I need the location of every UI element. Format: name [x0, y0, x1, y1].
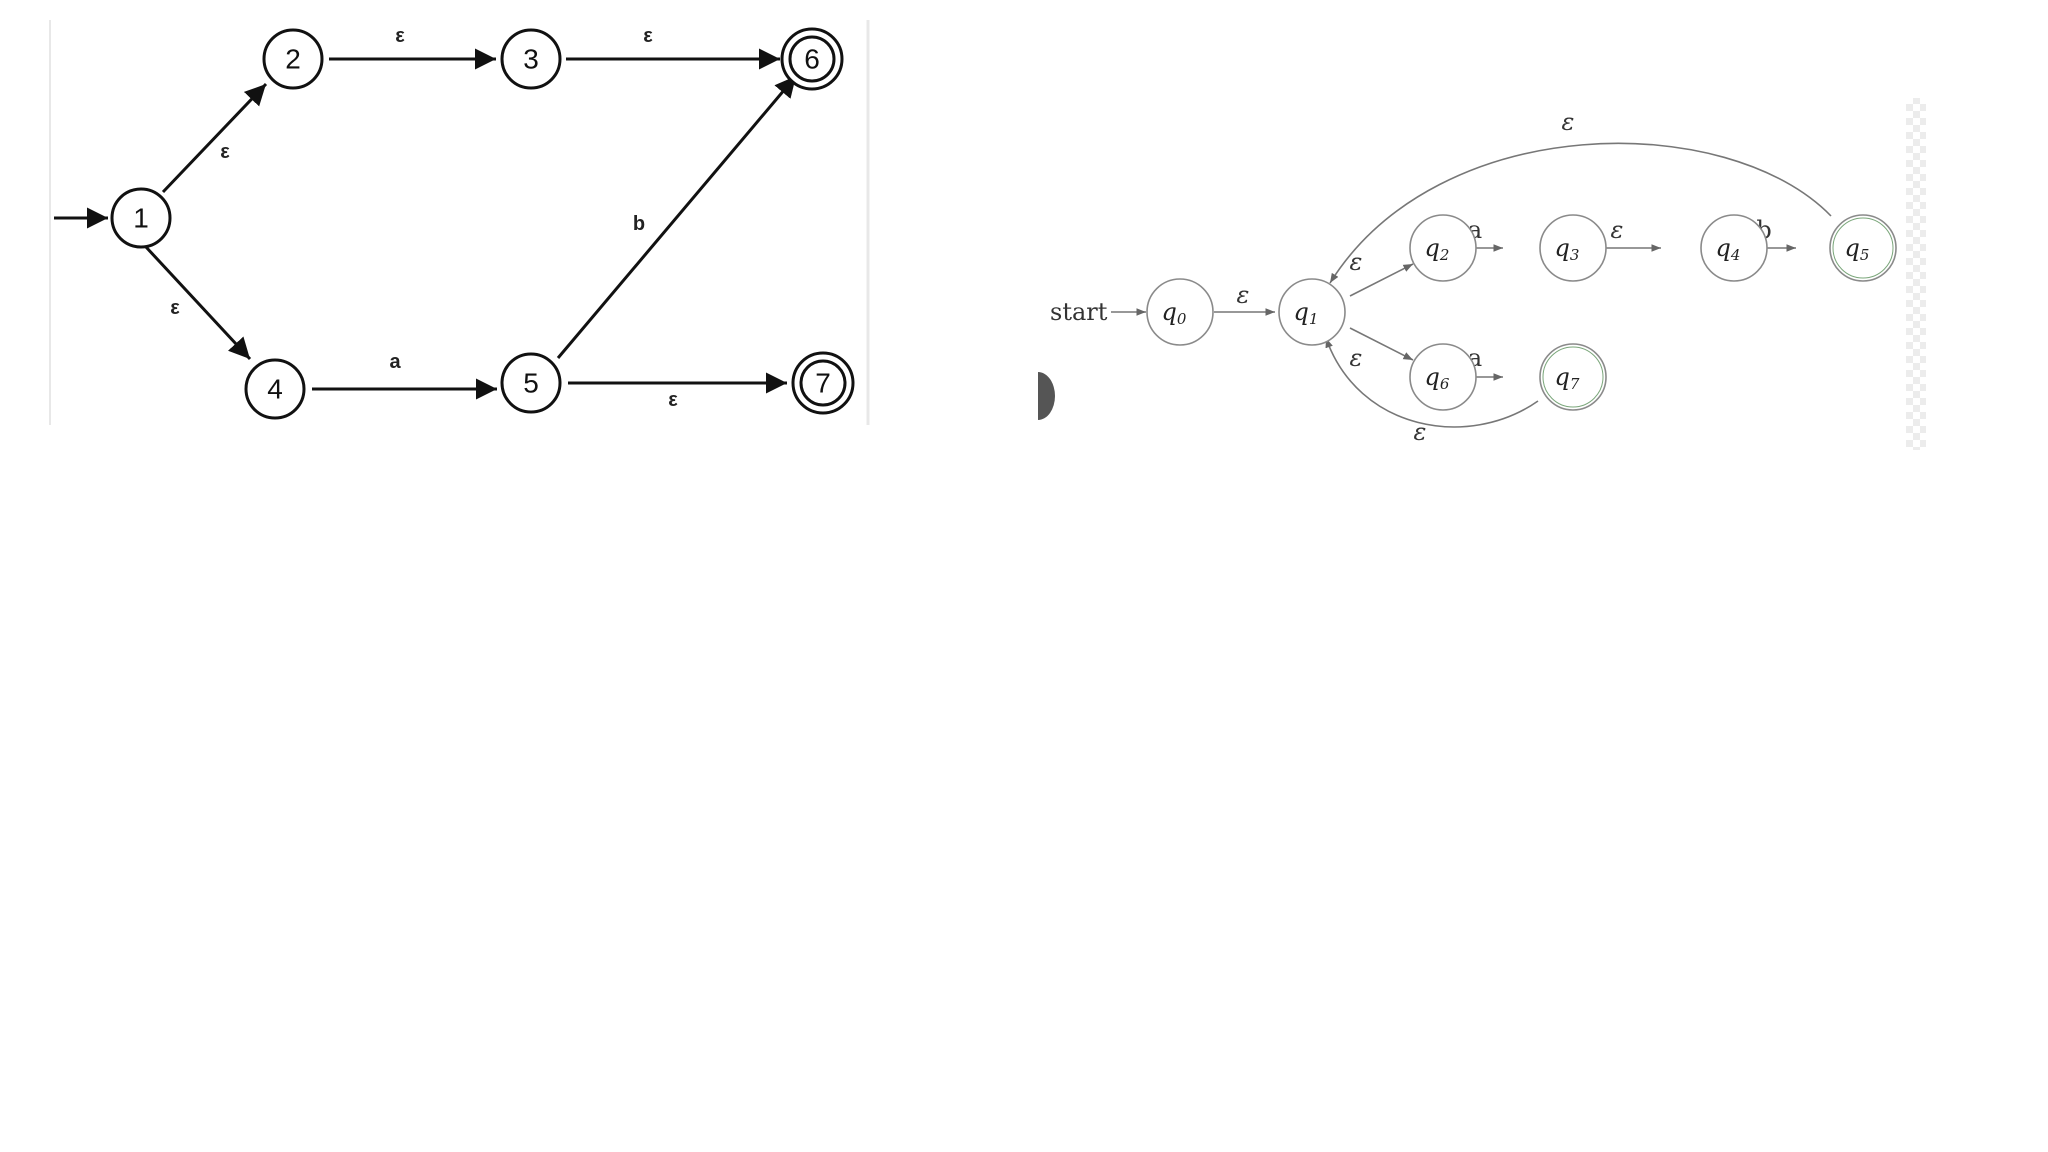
state-q4-circle	[1700, 214, 1768, 282]
svg-text:q4: q4	[1716, 234, 1741, 264]
state-q1-sub: 1	[1309, 310, 1319, 328]
state-q2-circle	[1409, 214, 1477, 282]
edge-1-2	[161, 82, 268, 194]
state-q7-sub: 7	[1570, 375, 1580, 393]
state-2: 2	[262, 28, 324, 90]
state-q7-base: q	[1555, 363, 1570, 391]
edge-label-3-6: ε	[643, 25, 653, 47]
state-q5-accepting: q5	[1829, 214, 1897, 282]
state-q2: q2	[1409, 214, 1477, 282]
state-q3-sub: 3	[1570, 246, 1580, 264]
state-q7-accepting: q7	[1539, 343, 1607, 411]
edge-1-4	[144, 245, 252, 361]
right-nfa-svg: start ε ε a ε b ε a ε ε q0 q1 q2 q3 q4 q…	[1038, 98, 1926, 450]
edge-label-q5-q1: ε	[1562, 108, 1575, 136]
state-q6: q6	[1409, 343, 1477, 411]
edge-label-1-2: ε	[220, 141, 230, 163]
state-4-label: 4	[267, 374, 283, 405]
left-nfa-svg: ε ε ε ε a b ε 1 2 3 6 4 5 7	[49, 20, 870, 425]
state-q1: q1	[1278, 278, 1346, 346]
state-q4-base: q	[1716, 234, 1731, 262]
state-q0: q0	[1146, 278, 1214, 346]
state-q3-circle	[1539, 214, 1607, 282]
state-q6-circle	[1409, 343, 1477, 411]
edge-label-q7-q1: ε	[1414, 418, 1427, 446]
svg-text:q6: q6	[1425, 363, 1450, 393]
start-label: start	[1050, 298, 1108, 326]
edge-label-q3-q4: ε	[1611, 216, 1624, 244]
state-q7-circle	[1539, 343, 1607, 411]
state-q1-circle	[1278, 278, 1346, 346]
state-6-label: 6	[804, 44, 820, 75]
state-4: 4	[244, 358, 306, 420]
state-q2-base: q	[1425, 234, 1440, 262]
side-handle[interactable]	[1038, 372, 1055, 420]
state-1: 1	[110, 187, 172, 249]
edge-label-q0-q1: ε	[1237, 281, 1250, 309]
edge-5-6	[556, 75, 798, 359]
edge-label-q1-q6: ε	[1350, 344, 1363, 372]
state-q5-inner-ring	[1832, 217, 1894, 279]
state-q6-base: q	[1425, 363, 1440, 391]
left-nfa-diagram: ε ε ε ε a b ε 1 2 3 6 4 5 7	[49, 20, 870, 430]
state-q6-sub: 6	[1440, 375, 1450, 393]
state-6-accepting: 6	[780, 27, 844, 91]
state-2-label: 2	[285, 44, 301, 75]
edge-label-q1-q2: ε	[1350, 248, 1363, 276]
state-q3: q3	[1539, 214, 1607, 282]
svg-text:q2: q2	[1425, 234, 1450, 264]
svg-text:q3: q3	[1555, 234, 1580, 264]
edge-label-2-3: ε	[395, 25, 405, 47]
state-q5-sub: 5	[1860, 246, 1870, 264]
state-q1-base: q	[1294, 298, 1309, 326]
state-q4: q4	[1700, 214, 1768, 282]
svg-text:q5: q5	[1845, 234, 1870, 264]
state-7-label: 7	[815, 368, 831, 399]
state-q5-circle	[1829, 214, 1897, 282]
state-q7-inner-ring	[1542, 346, 1604, 408]
state-5: 5	[500, 352, 562, 414]
state-7-accepting: 7	[791, 351, 855, 415]
edge-q5-q1	[1329, 142, 1832, 284]
edge-q7-q1	[1325, 337, 1539, 428]
edge-q1-q6	[1349, 327, 1414, 361]
state-3: 3	[500, 28, 562, 90]
svg-text:q0: q0	[1162, 298, 1187, 328]
state-q0-circle	[1146, 278, 1214, 346]
right-nfa-diagram: start ε ε a ε b ε a ε ε q0 q1 q2 q3 q4 q…	[1038, 90, 1928, 450]
state-q4-sub: 4	[1730, 246, 1741, 264]
edge-label-1-4: ε	[170, 297, 180, 319]
state-3-label: 3	[523, 44, 539, 75]
state-q3-base: q	[1555, 234, 1570, 262]
state-q0-base: q	[1162, 298, 1177, 326]
state-1-label: 1	[133, 203, 149, 234]
edge-q1-q2	[1349, 263, 1414, 297]
transparency-strip	[1906, 98, 1926, 450]
state-q5-base: q	[1845, 234, 1860, 262]
svg-text:q7: q7	[1555, 363, 1580, 393]
svg-text:q1: q1	[1294, 298, 1319, 328]
state-5-label: 5	[523, 368, 539, 399]
edge-label-4-5: a	[389, 351, 401, 373]
state-q0-sub: 0	[1177, 310, 1187, 328]
state-q2-sub: 2	[1439, 246, 1450, 264]
edge-label-5-7: ε	[668, 389, 678, 411]
edge-label-5-6: b	[633, 213, 645, 235]
